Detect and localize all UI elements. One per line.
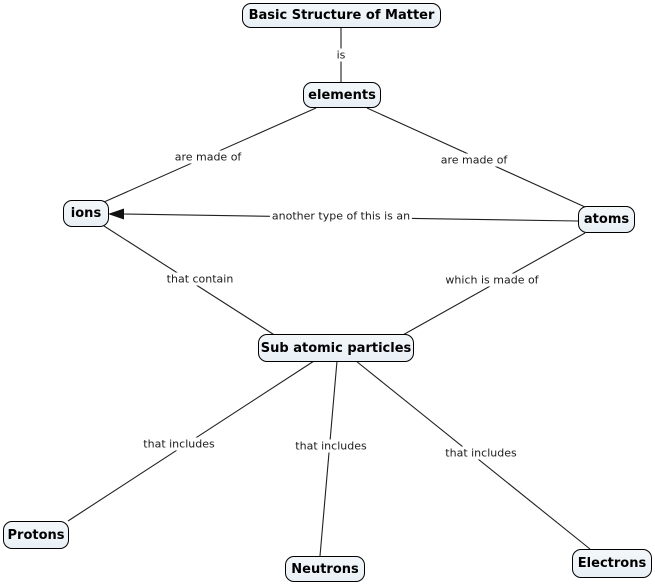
edge-label-that-contain[interactable]: that contain xyxy=(164,272,236,286)
edge-label-that-includes-left[interactable]: that includes xyxy=(141,437,217,451)
node-ions[interactable]: ions xyxy=(63,200,109,227)
node-electrons[interactable]: Electrons xyxy=(572,549,652,578)
edge-label-another-type-of-this-is-an[interactable]: another type of this is an xyxy=(269,209,413,223)
edge-label-that-includes-mid[interactable]: that includes xyxy=(293,439,369,453)
node-basic-structure-of-matter[interactable]: Basic Structure of Matter xyxy=(242,3,441,28)
edge-label-is[interactable]: is xyxy=(334,48,348,62)
edge-label-which-is-made-of[interactable]: which is made of xyxy=(443,273,541,287)
edge-label-are-made-of-left[interactable]: are made of xyxy=(172,150,244,164)
edge-label-are-made-of-right[interactable]: are made of xyxy=(438,153,510,167)
edge-label-that-includes-right[interactable]: that includes xyxy=(443,446,519,460)
node-atoms[interactable]: atoms xyxy=(578,206,635,233)
node-sub-atomic-particles[interactable]: Sub atomic particles xyxy=(258,334,414,362)
node-neutrons[interactable]: Neutrons xyxy=(285,556,365,582)
edge-line-includes-mid xyxy=(319,360,338,557)
node-protons[interactable]: Protons xyxy=(3,521,69,549)
node-elements[interactable]: elements xyxy=(303,82,381,108)
arrowhead-into-ions xyxy=(108,208,124,220)
